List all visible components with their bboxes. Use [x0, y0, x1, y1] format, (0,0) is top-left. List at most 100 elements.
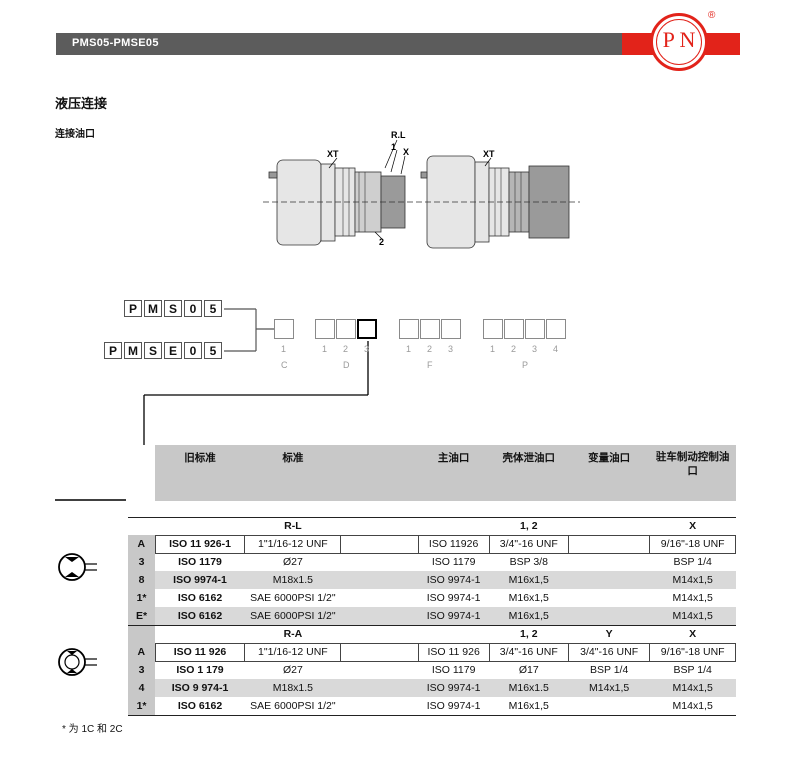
section-subtitle: 连接油口: [55, 129, 95, 140]
cell-drain: M16x1,5: [508, 699, 549, 712]
option-d3-selected: [357, 319, 377, 339]
header-standard: 标准: [244, 445, 341, 501]
option-number: 3: [532, 344, 538, 354]
cell-old: ISO 9974-1: [155, 571, 245, 589]
code-cell: 5: [204, 342, 222, 359]
header-old-standard: 旧标准: [155, 445, 245, 501]
table-row: 3 ISO 1 179 Ø27 ISO 1179 Ø17 BSP 1/4 BSP…: [128, 661, 736, 679]
option-p4: [546, 319, 566, 339]
cell-main: ISO 9974-1: [418, 679, 490, 697]
option-number: 4: [553, 344, 559, 354]
cell-old: ISO 11 926-1: [154, 534, 246, 554]
option-d1: [315, 319, 335, 339]
option-number: 3: [364, 344, 370, 354]
cell-park: M14x1,5: [672, 699, 713, 712]
cell-var: [568, 589, 649, 607]
code-cell: M: [144, 300, 162, 317]
motor-two-way-icon: [58, 648, 97, 676]
section2-std-label: R-A: [283, 628, 303, 640]
cell-main: ISO 11926: [417, 534, 490, 554]
row-code: A: [128, 643, 156, 661]
cell-park: M14x1,5: [649, 607, 736, 625]
row-code: 3: [128, 553, 156, 571]
group-letter-p: P: [522, 360, 529, 370]
cell-park: 9/16"-18 UNF: [649, 642, 736, 662]
section2-park-label: X: [689, 628, 697, 640]
code-cell: 0: [184, 342, 202, 359]
cell-std: Ø27: [282, 664, 303, 677]
page-title: 液压连接: [55, 96, 108, 111]
option-number: 1: [406, 344, 412, 354]
label-port-x: X: [403, 147, 409, 157]
cell-std: Ø27: [282, 556, 303, 569]
header-park-brake-port: 驻车制动控制油口: [649, 445, 736, 501]
cell-drain: M16x1,5: [508, 592, 549, 604]
code-cell: S: [164, 300, 182, 317]
option-f1: [399, 319, 419, 339]
cell-drain: 3/4"-16 UNF: [488, 534, 569, 554]
option-number: 2: [511, 344, 517, 354]
code-cell: P: [104, 342, 122, 359]
cell-park: M14x1,5: [649, 679, 736, 697]
option-f2: [420, 319, 440, 339]
code-cell: E: [164, 342, 182, 359]
label-port-2: 2: [379, 237, 384, 247]
option-c1: [274, 319, 294, 339]
option-d2: [336, 319, 356, 339]
cell-drain: BSP 3/8: [509, 556, 548, 569]
cell-var: 3/4"-16 UNF: [567, 642, 651, 662]
cell-main: ISO 9974-1: [426, 699, 481, 712]
cell-drain: M16x1,5: [489, 607, 569, 625]
option-p1: [483, 319, 503, 339]
cell-old: ISO 6162: [177, 699, 223, 712]
cell-std: SAE 6000PSI 1/2": [250, 699, 336, 712]
table-row: A ISO 11 926 1"1/16-12 UNF ISO 11 926 3/…: [128, 642, 736, 662]
table-row: 1* ISO 6162 SAE 6000PSI 1/2" ISO 9974-1 …: [128, 697, 736, 715]
cell-main: ISO 1179: [431, 664, 476, 677]
cell-var: [567, 534, 651, 554]
code-cell: 0: [184, 300, 202, 317]
option-number: 3: [448, 344, 454, 354]
row-code: E*: [128, 607, 156, 625]
table-row: 1* ISO 6162 SAE 6000PSI 1/2" ISO 9974-1 …: [128, 589, 736, 607]
cell-var: [568, 553, 649, 571]
label-xt-right: XT: [483, 149, 495, 159]
section1-park-label: X: [689, 520, 697, 532]
cell-std: SAE 6000PSI 1/2": [250, 592, 336, 604]
cell-old: ISO 11 926: [154, 642, 246, 662]
code-cell: P: [124, 300, 142, 317]
cell-old: ISO 6162: [155, 607, 245, 625]
option-f3: [441, 319, 461, 339]
cell-var: M14x1,5: [568, 679, 650, 697]
cell-std: 1"1/16-12 UNF: [244, 534, 342, 554]
code-pms05: P M S 0 5: [124, 300, 224, 317]
footnote: * 为 1C 和 2C: [62, 724, 123, 735]
cell-var: [568, 607, 650, 625]
label-port-1: 1: [391, 142, 396, 152]
cell-main: ISO 9974-1: [418, 607, 490, 625]
option-number: 1: [281, 344, 287, 354]
connection-table: 旧标准 标准 主油口 壳体泄油口 变量油口 驻车制动控制油口 R-L 1, 2 …: [128, 445, 736, 716]
code-cell: S: [144, 342, 162, 359]
row-code: 1*: [128, 697, 156, 715]
option-number: 1: [322, 344, 328, 354]
code-cell: M: [124, 342, 142, 359]
cell-park: M14x1,5: [672, 592, 713, 604]
cell-old: ISO 9 974-1: [155, 679, 245, 697]
logo-inner-ring: [656, 19, 702, 65]
section1-std-label: R-L: [284, 520, 302, 532]
header-code: PMS05-PMSE05: [72, 37, 159, 49]
header-variable-port: 变量油口: [568, 445, 650, 501]
option-p3: [525, 319, 545, 339]
row-code: 8: [128, 571, 156, 589]
cell-old: ISO 1179: [178, 556, 222, 569]
cell-drain: Ø17: [518, 664, 539, 677]
label-rl: R.L: [391, 130, 406, 140]
cell-std: 1"1/16-12 UNF: [244, 642, 342, 662]
cell-drain: M16x1.5: [489, 679, 569, 697]
header-band: [56, 33, 735, 55]
registered-mark: ®: [708, 10, 716, 21]
label-xt-left: XT: [327, 149, 339, 159]
row-code: A: [128, 535, 156, 553]
cell-var: [568, 697, 649, 715]
